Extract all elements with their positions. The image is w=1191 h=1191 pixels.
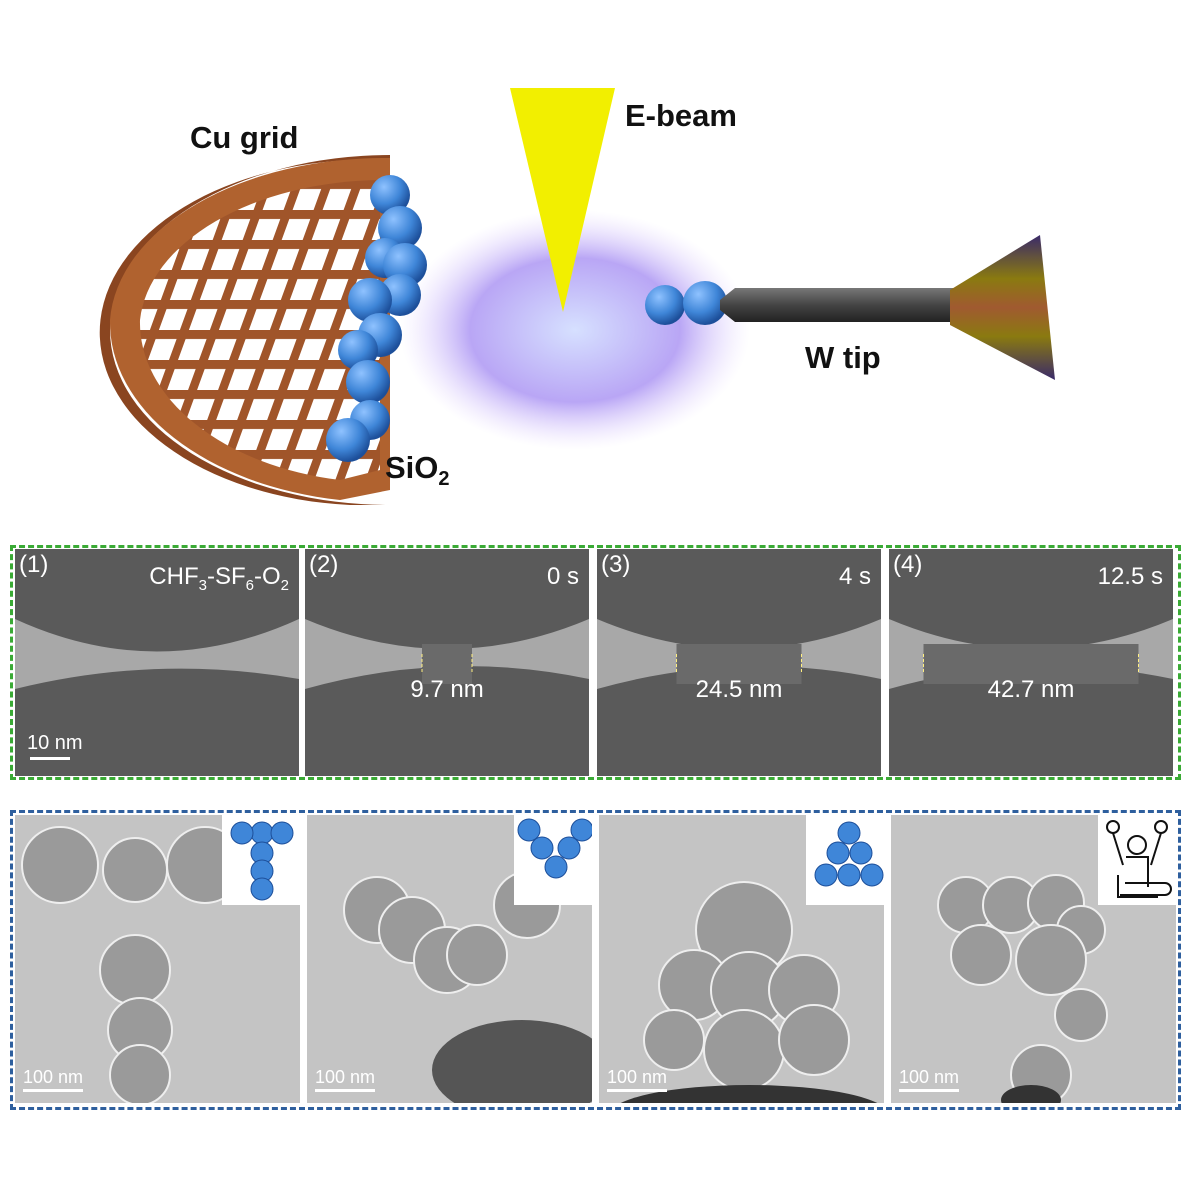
scale-bar [30,757,70,760]
plasma-cloud [400,210,750,450]
sphere [703,1009,785,1091]
gap-label: 24.5 nm [695,676,783,703]
scale-bar-label: 100 nm [607,1067,668,1087]
assembly-panel-4: 100 nm [891,815,1176,1103]
cu-grid-label: Cu grid [190,120,299,155]
gap-label: 42.7 nm [987,676,1075,703]
sphere [1015,924,1087,996]
sio2-text: SiO [385,450,439,485]
etching-panel-group [10,545,1181,780]
sphere-arrangement-inset-T [222,815,300,905]
sio2-subscript: 2 [438,468,450,491]
sphere [109,1044,171,1103]
gap-markers [676,654,802,674]
cu-grid [99,155,391,505]
scale-bar [315,1089,375,1092]
panel-index: (2) [309,551,339,578]
sphere [643,1009,705,1071]
panel-index: (1) [19,551,49,578]
time-label: 0 s [546,563,579,590]
sphere [21,826,99,904]
sio2-spheres [326,175,427,462]
gap-markers [923,654,1139,674]
scale-bar-label: 10 nm [27,732,83,754]
panel-index: (3) [601,551,631,578]
sphere [102,837,168,903]
time-label: 12.5 s [1097,563,1163,590]
w-tip [645,235,1055,380]
electron-beam [510,88,615,312]
sphere-arrangement-inset-pyramid [806,815,884,905]
sphere [1054,988,1108,1042]
wtip-label: W tip [805,340,881,375]
gas-label: CHF3-SF6-O2 [149,563,289,594]
gap-markers [421,654,473,674]
gap-label: 9.7 nm [410,676,484,703]
tem-panel-2: (2) 0 s 9.7 nm [305,549,589,776]
sphere-arrangement-inset-V [514,815,592,905]
sphere [950,924,1012,986]
assembly-panel-group [10,810,1181,1110]
time-label: 4 s [838,563,871,590]
ebeam-label: E-beam [625,98,737,133]
sphere [778,1004,850,1076]
figure-inset-icon [1098,815,1176,905]
sio2-label: SiO2 [385,450,450,491]
w-tip-shadow [1001,1085,1061,1103]
assembly-panel-2: 100 nm [307,815,592,1103]
sphere [99,934,171,1006]
tem-panel-3: (3) 4 s 24.5 nm [597,549,881,776]
tem-panel-4: (4) 12.5 s 42.7 nm [889,549,1173,776]
scale-bar-label: 100 nm [899,1067,960,1087]
schematic-illustration [99,88,1055,505]
scale-bar [23,1089,83,1092]
assembly-panel-1: 100 nm [15,815,300,1103]
w-tip-shadow [620,1085,878,1103]
scale-bar-label: 100 nm [315,1067,376,1087]
assembly-panel-3: 100 nm [599,815,884,1103]
scale-bar-label: 100 nm [23,1067,84,1087]
scale-bar [607,1089,667,1092]
scale-bar [899,1089,959,1092]
panel-index: (4) [893,551,923,578]
w-tip-shadow [432,1020,592,1103]
sphere [446,924,508,986]
tem-panel-1: (1) CHF3-SF6-O2 10 nm [15,549,299,776]
